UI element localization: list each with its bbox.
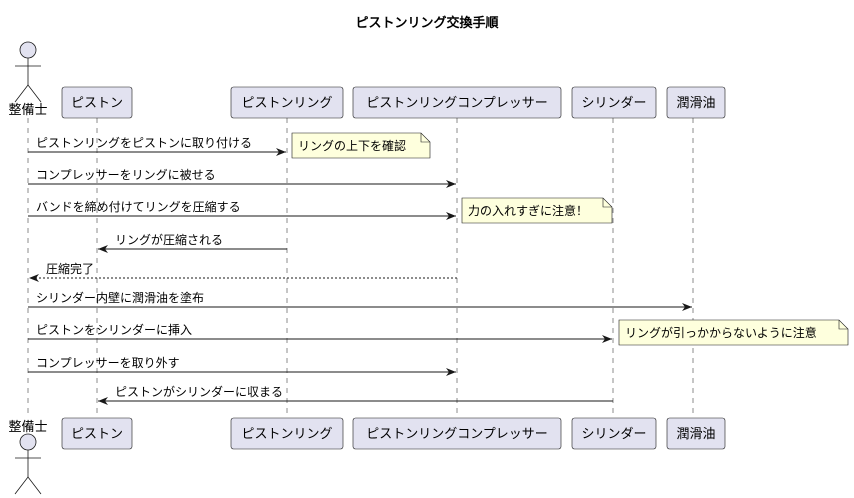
message: ピストンリングをピストンに取り付ける <box>28 136 286 156</box>
actor-head-icon <box>19 433 37 451</box>
note-shape <box>461 197 613 224</box>
participant-box-comp: ピストンリングコンプレッサー <box>352 417 562 450</box>
participant-box-bg <box>230 417 344 450</box>
participants-bottom: 整備士ピストン ピストンリング ピストンリングコンプレッサー シリンダー 潤滑油 <box>8 417 726 495</box>
message: 圧縮完了 <box>29 261 457 282</box>
participant-box-oil: 潤滑油 <box>666 417 726 450</box>
participant-label-comp: ピストンリングコンプレッサー <box>366 96 548 111</box>
message-label: ピストンをシリンダーに挿入 <box>36 322 192 337</box>
note-fold <box>602 198 612 208</box>
note: 力の入れすぎに注意！ <box>461 197 613 224</box>
message-label: バンドを締め付けてリングを圧縮する <box>36 199 241 214</box>
actor-legs <box>14 84 42 103</box>
participant-box-piston: ピストン <box>61 86 133 119</box>
message-label: シリンダー内壁に潤滑油を塗布 <box>36 290 204 305</box>
message: バンドを締め付けてリングを圧縮する <box>28 199 456 220</box>
participant-box-bg <box>666 417 726 450</box>
participant-label-comp: ピストンリングコンプレッサー <box>366 427 548 442</box>
participants-top: 整備士 ピストン ピストンリング ピストンリングコンプレッサー シリンダー 潤滑油 <box>8 41 726 119</box>
participant-box-cyl: シリンダー <box>571 86 657 119</box>
participant-box-ring: ピストンリング <box>230 417 344 450</box>
participant-label-mech: 整備士 <box>8 419 47 435</box>
participant-box-bg <box>230 86 344 119</box>
participant-box-bg <box>352 86 562 119</box>
participant-label-oil: 潤滑油 <box>676 96 715 111</box>
diagram-title: ピストンリング交換手順 <box>355 15 499 31</box>
message-label: 圧縮完了 <box>46 261 94 276</box>
participant-label-oil: 潤滑油 <box>676 427 715 442</box>
participant-box-bg <box>666 86 726 119</box>
participant-label-mech: 整備士 <box>8 102 47 118</box>
participant-label-ring: ピストンリング <box>241 427 332 442</box>
participant-box-bg <box>571 417 657 450</box>
message-label: コンプレッサーを取り外す <box>36 356 180 370</box>
participant-box-ring: ピストンリング <box>230 86 344 119</box>
message: ピストンがシリンダーに収まる <box>98 384 613 405</box>
message-label: コンプレッサーをリングに被せる <box>36 168 216 182</box>
note-text: リングの上下を確認 <box>298 138 406 153</box>
lifelines <box>27 118 694 418</box>
note-shape <box>291 132 431 159</box>
actor-top <box>14 41 42 103</box>
note-fold <box>838 320 848 330</box>
actor-head-icon <box>19 41 37 59</box>
actor-bottom <box>14 433 42 495</box>
messages: ピストンリングをピストンに取り付けるコンプレッサーをリングに被せるバンドを締め付… <box>28 136 692 405</box>
participant-box-bg <box>61 417 133 450</box>
message: コンプレッサーを取り外す <box>28 356 456 376</box>
note-text: リングが引っかからないように注意 <box>625 325 817 340</box>
participant-box-bg <box>61 86 133 119</box>
participant-label-ring: ピストンリング <box>241 96 332 111</box>
note-fold <box>420 133 430 143</box>
participant-label-piston: ピストン <box>71 427 123 442</box>
participant-label-cyl: シリンダー <box>581 96 646 111</box>
participant-box-cyl: シリンダー <box>571 417 657 450</box>
message: コンプレッサーをリングに被せる <box>28 168 456 188</box>
message: ピストンをシリンダーに挿入 <box>28 322 612 343</box>
message-label: ピストンリングをピストンに取り付ける <box>36 136 252 150</box>
note-shape <box>618 319 849 346</box>
actor-legs <box>14 476 42 495</box>
note-text: 力の入れすぎに注意！ <box>468 203 588 218</box>
participant-box-bg <box>571 86 657 119</box>
message: リングが圧縮される <box>98 232 287 253</box>
message: シリンダー内壁に潤滑油を塗布 <box>28 290 692 311</box>
participant-label-cyl: シリンダー <box>581 427 646 442</box>
message-label: リングが圧縮される <box>115 232 223 247</box>
participant-label-piston: ピストン <box>71 96 123 111</box>
participant-box-comp: ピストンリングコンプレッサー <box>352 86 562 119</box>
message-label: ピストンがシリンダーに収まる <box>115 384 283 399</box>
participant-box-piston: ピストン <box>61 417 133 450</box>
participant-box-oil: 潤滑油 <box>666 86 726 119</box>
note: リングの上下を確認 <box>291 132 431 159</box>
note: リングが引っかからないように注意 <box>618 319 849 346</box>
participant-box-bg <box>352 417 562 450</box>
